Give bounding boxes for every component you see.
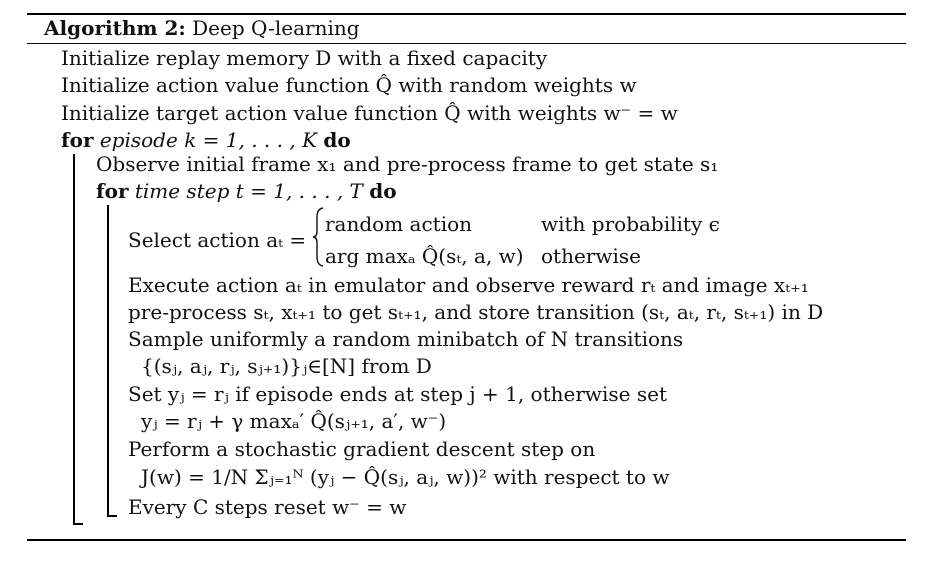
case-random-condition: with probability ϵ — [541, 212, 720, 236]
algorithm-header: Algorithm 2: Deep Q-learning — [44, 16, 360, 40]
line-init-q: Initialize action value function Q̂ with… — [61, 73, 637, 97]
outer-loop-bar — [73, 154, 75, 524]
line-reset: Every C steps reset w⁻ = w — [128, 495, 407, 519]
line-for-time: for time step t = 1, . . . , T do — [96, 179, 397, 203]
case-random: random action — [325, 212, 473, 236]
case-argmax-condition: otherwise — [541, 244, 641, 268]
line-sample: Sample uniformly a random minibatch of N… — [128, 327, 684, 351]
inner-loop-bar — [107, 205, 109, 516]
algorithm-label: Algorithm 2: — [44, 16, 186, 40]
top-rule — [27, 13, 906, 15]
inner-loop-foot — [107, 515, 117, 517]
line-select-action: Select action aₜ = — [128, 228, 307, 252]
line-for-episode: for episode k = 1, . . . , K do — [61, 128, 351, 152]
bottom-rule — [27, 539, 906, 541]
line-set-y: Set yⱼ = rⱼ if episode ends at step j + … — [128, 382, 668, 406]
line-y-formula: yⱼ = rⱼ + γ maxₐ′ Q̂(sⱼ₊₁, a′, w⁻) — [141, 409, 447, 433]
line-init-target: Initialize target action value function … — [61, 101, 678, 125]
line-gradient: Perform a stochastic gradient descent st… — [128, 437, 596, 461]
line-loss: J(w) = 1/N Σⱼ₌₁ᴺ (yⱼ − Q̂(sⱼ, aⱼ, w))² w… — [141, 465, 670, 489]
line-sample-set: {(sⱼ, aⱼ, rⱼ, sⱼ₊₁)}ⱼ∈[N] from D — [141, 354, 432, 378]
cases-brace — [313, 207, 324, 267]
algorithm-title: Deep Q-learning — [192, 16, 360, 40]
header-rule — [27, 43, 906, 45]
outer-loop-foot — [73, 523, 83, 525]
line-init-replay: Initialize replay memory D with a fixed … — [61, 46, 548, 70]
line-preprocess: pre-process sₜ, xₜ₊₁ to get sₜ₊₁, and st… — [128, 300, 824, 324]
line-execute: Execute action aₜ in emulator and observ… — [128, 273, 809, 297]
line-observe: Observe initial frame x₁ and pre-process… — [96, 152, 719, 176]
case-argmax: arg maxₐ Q̂(sₜ, a, w) — [325, 244, 524, 268]
